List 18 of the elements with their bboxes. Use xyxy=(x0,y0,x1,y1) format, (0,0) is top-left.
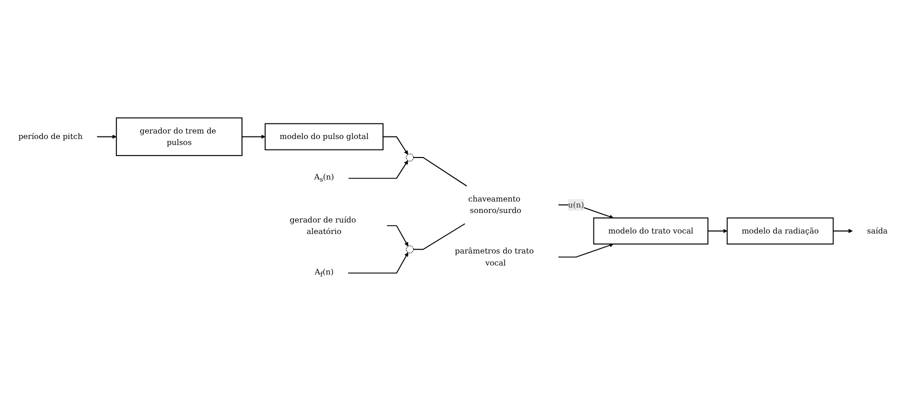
node-box xyxy=(726,217,834,244)
node-box xyxy=(264,123,384,150)
arrow xyxy=(707,228,728,234)
arrow xyxy=(348,252,408,274)
arrow xyxy=(558,243,614,258)
arrow xyxy=(96,134,117,139)
arrow xyxy=(832,228,853,234)
connector xyxy=(413,157,468,187)
arrow xyxy=(382,136,408,155)
node-circle xyxy=(406,154,414,162)
node-box xyxy=(116,117,242,156)
arrow xyxy=(386,225,408,246)
connector xyxy=(413,223,466,250)
node-box xyxy=(593,217,708,244)
node-circle xyxy=(406,245,414,254)
arrow xyxy=(558,204,614,219)
arrow xyxy=(242,134,266,139)
arrow xyxy=(348,160,408,179)
